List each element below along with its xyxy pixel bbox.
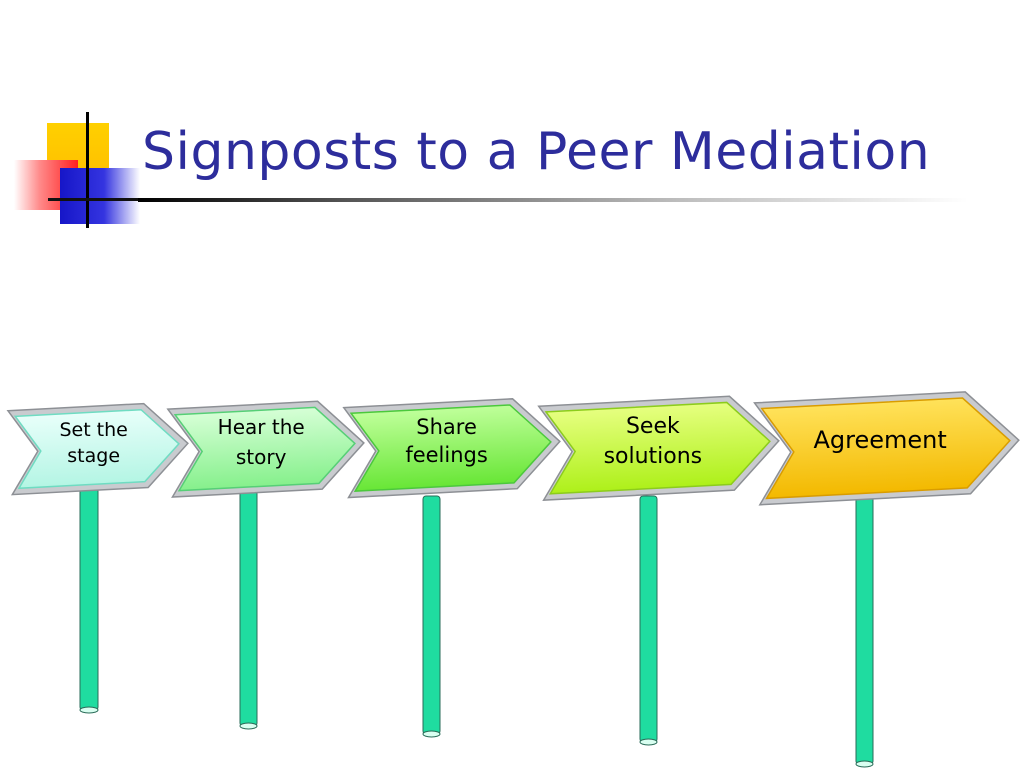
logo-horizontal-line	[48, 198, 148, 201]
signpost-pole	[239, 487, 258, 727]
signpost-pole-base	[855, 760, 874, 768]
signpost-pole-base	[79, 706, 99, 714]
title-underline	[138, 198, 968, 202]
signpost-label-line2: feelings	[405, 443, 487, 467]
signpost-2: Hear the story	[166, 400, 365, 730]
signpost-label-line2: solutions	[604, 444, 703, 469]
signpost-pole	[79, 487, 99, 711]
signpost-pole	[855, 495, 874, 765]
signpost-pole	[639, 495, 658, 743]
signpost-label-line1: Seek	[626, 414, 680, 439]
signpost-pole-base	[422, 730, 441, 738]
signpost-board	[13, 408, 180, 490]
logo-vertical-line	[86, 112, 89, 228]
signpost-5: Agreement	[753, 391, 1020, 768]
signpost-label-line2: story	[236, 445, 287, 469]
signpost-label-line2: stage	[67, 445, 120, 467]
signpost-label-line1: Hear the	[218, 415, 305, 439]
decorative-logo	[0, 0, 170, 240]
signpost-board	[544, 401, 771, 495]
signpost-3: Share feelings	[342, 398, 561, 738]
signpost-board	[173, 406, 356, 492]
logo-blue-square	[60, 168, 140, 224]
signpost-pole-base	[239, 722, 258, 730]
signpost-label-line1: Share	[416, 415, 477, 439]
signpost-board	[760, 397, 1011, 500]
signpost-label-line1: Agreement	[813, 426, 946, 454]
signpost-4: Seek solutions	[537, 395, 780, 746]
slide-title: Signposts to a Peer Mediation	[142, 122, 931, 182]
signpost-label-line1: Set the	[59, 419, 127, 441]
signpost-pole	[422, 495, 441, 735]
signpost-pole-base	[639, 738, 658, 746]
signpost-1: Set the stage	[6, 402, 189, 714]
signpost-board	[349, 404, 552, 493]
